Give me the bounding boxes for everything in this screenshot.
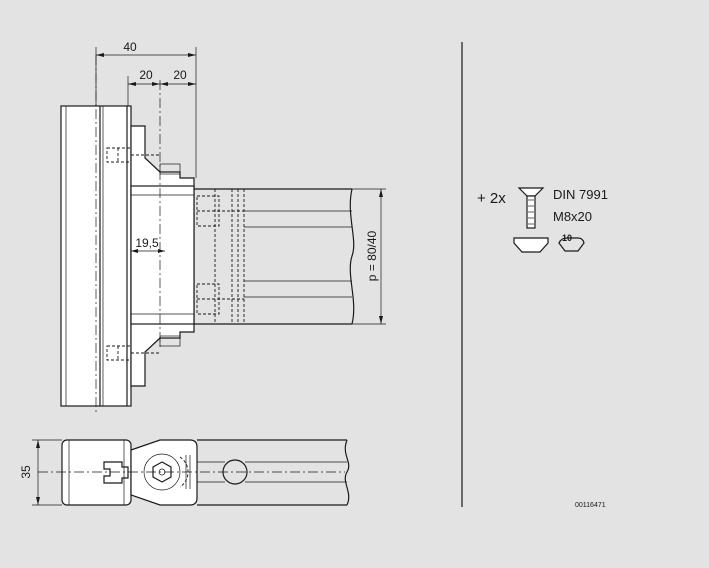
- drawing-number: 00116471: [575, 502, 606, 509]
- slot-nut-bottom: [106, 345, 160, 361]
- dim-pitch: p = 80/40: [365, 230, 379, 281]
- wrench-size: 10: [562, 233, 572, 243]
- hex-key-icon: [558, 237, 585, 252]
- vertical-profile: [60, 55, 132, 412]
- dim-inner-offset: 19,5: [135, 236, 159, 250]
- front-view: 40 20 20 19,5 p = 80/40: [60, 40, 386, 412]
- side-view: 35: [19, 439, 350, 506]
- dim-width-total: 40: [123, 40, 137, 54]
- screw-size: M8x20: [553, 209, 592, 224]
- slot-nut-icon: [513, 237, 549, 253]
- dim-height-side: 35: [19, 465, 33, 479]
- dim-width-right: 20: [173, 68, 187, 82]
- dimension-lines: [95, 47, 386, 325]
- connector-bracket: [130, 80, 195, 387]
- screw-standard: DIN 7991: [553, 187, 608, 202]
- slot-nut-top: [106, 147, 160, 163]
- horizontal-profile: [194, 188, 355, 325]
- dim-width-left: 20: [139, 68, 153, 82]
- countersunk-screw-icon: [517, 187, 545, 229]
- parts-quantity: + 2x: [477, 190, 506, 207]
- parts-list: + 2x DIN 7991 M8x20 10: [477, 187, 608, 253]
